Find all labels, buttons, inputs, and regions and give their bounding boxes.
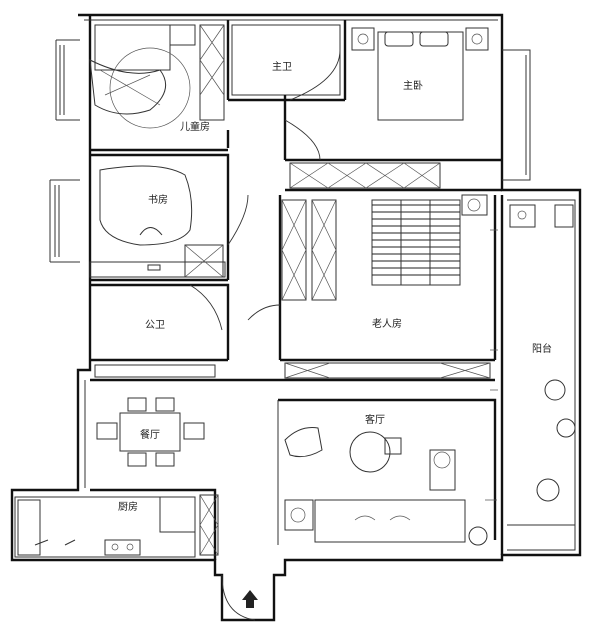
master-bath: 主卫 [272,49,341,101]
elder-room: 老人房 [247,194,491,379]
master-bedroom: 主卧 [284,27,489,189]
room-label-kids: 儿童房 [180,120,210,133]
room-label-living: 客厅 [365,413,385,426]
bed-slats [372,200,460,285]
entrance [221,574,258,621]
room-label-master-bath: 主卫 [272,61,292,73]
outer-walls [10,13,582,622]
room-label-study: 书房 [148,193,168,206]
public-bath: 公卫 [94,284,223,378]
kitchen: 厨房 [14,494,219,558]
dining-room: 餐厅 [84,380,205,488]
study-room: 书房 [89,165,249,278]
room-label-elder: 老人房 [372,317,402,330]
living-room: 客厅 [284,413,488,546]
room-label-balcony: 阳台 [532,342,552,355]
balcony: 阳台 [485,204,576,502]
room-label-dining: 餐厅 [140,428,160,441]
door-entrance-icon [242,590,258,608]
kids-room: 儿童房 [89,24,225,133]
room-label-public-bath: 公卫 [145,320,165,331]
room-label-master-bedroom: 主卧 [403,79,423,92]
room-label-kitchen: 厨房 [118,500,138,513]
